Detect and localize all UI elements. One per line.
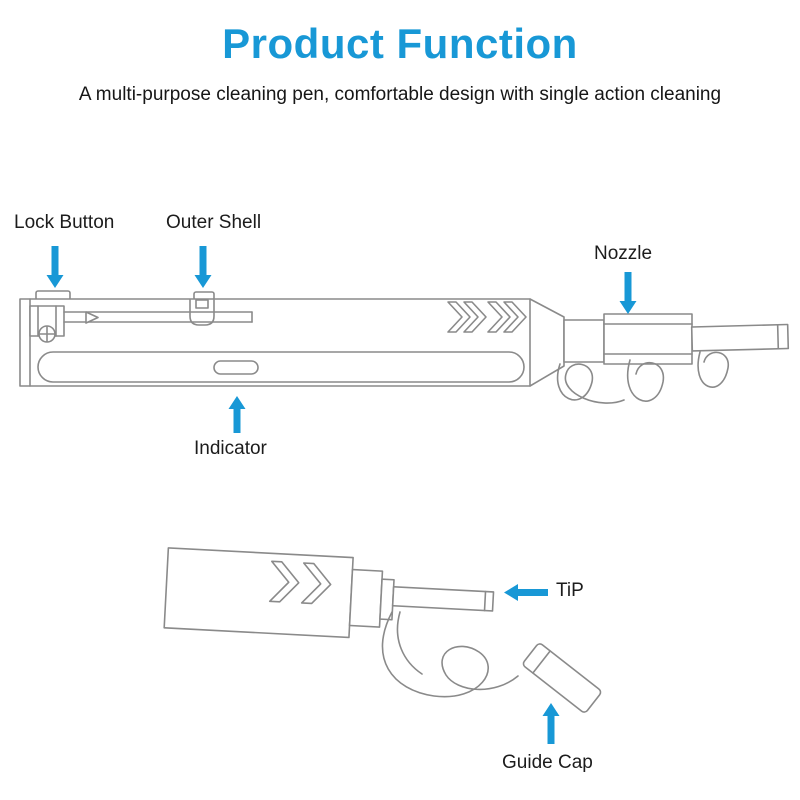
arrow-down-icon-nozzle <box>619 272 637 314</box>
pen-neck <box>563 319 605 363</box>
chevron-icon <box>503 301 527 333</box>
lower-band <box>37 351 525 383</box>
lanyard-cord <box>381 611 519 698</box>
zoom-body <box>163 547 354 639</box>
lanyard-cord <box>396 611 423 675</box>
lock-button-label: Lock Button <box>14 212 115 233</box>
arrow-up-icon-guide-cap <box>542 703 560 744</box>
zoom-tip-endcap <box>483 590 487 612</box>
nozzle-sleeve <box>603 313 693 365</box>
chevron-icon <box>487 301 511 333</box>
guide-cap-label: Guide Cap <box>502 752 593 773</box>
lanyard-cord <box>556 363 625 404</box>
trigger-tab-notch <box>195 299 209 309</box>
arrow-down-icon-outer-shell <box>194 246 212 288</box>
arrow-up-icon-indicator <box>228 396 246 433</box>
chevron-icon <box>268 560 300 603</box>
tip-detail-drawing <box>163 547 602 713</box>
page-title: Product Function <box>222 20 578 67</box>
outer-shell-label: Outer Shell <box>166 212 262 233</box>
guide-cap-opening-line <box>532 650 551 674</box>
tip-label: TiP <box>556 580 584 601</box>
arrow-left-icon-tip <box>504 584 548 601</box>
tip-endcap <box>776 323 780 350</box>
zoom-tip-tube <box>391 585 495 612</box>
nozzle-label: Nozzle <box>594 243 653 264</box>
track-marker <box>85 311 99 324</box>
tip-tube <box>690 323 790 352</box>
pen-body-drawing <box>19 290 790 404</box>
lanyard-cord <box>697 351 729 388</box>
chevron-icon <box>300 562 332 605</box>
indicator-label: Indicator <box>194 438 267 459</box>
arrow-down-icon-lock-button <box>46 246 64 288</box>
page-subtitle: A multi-purpose cleaning pen, comfortabl… <box>78 84 722 105</box>
chevron-icon <box>447 301 471 333</box>
chevron-icon <box>463 301 487 333</box>
trigger-tab <box>189 299 215 326</box>
zoom-ferrule <box>348 568 384 628</box>
guide-cap-shape <box>522 643 602 713</box>
indicator-slot <box>213 360 259 375</box>
lanyard-cord <box>627 359 665 402</box>
